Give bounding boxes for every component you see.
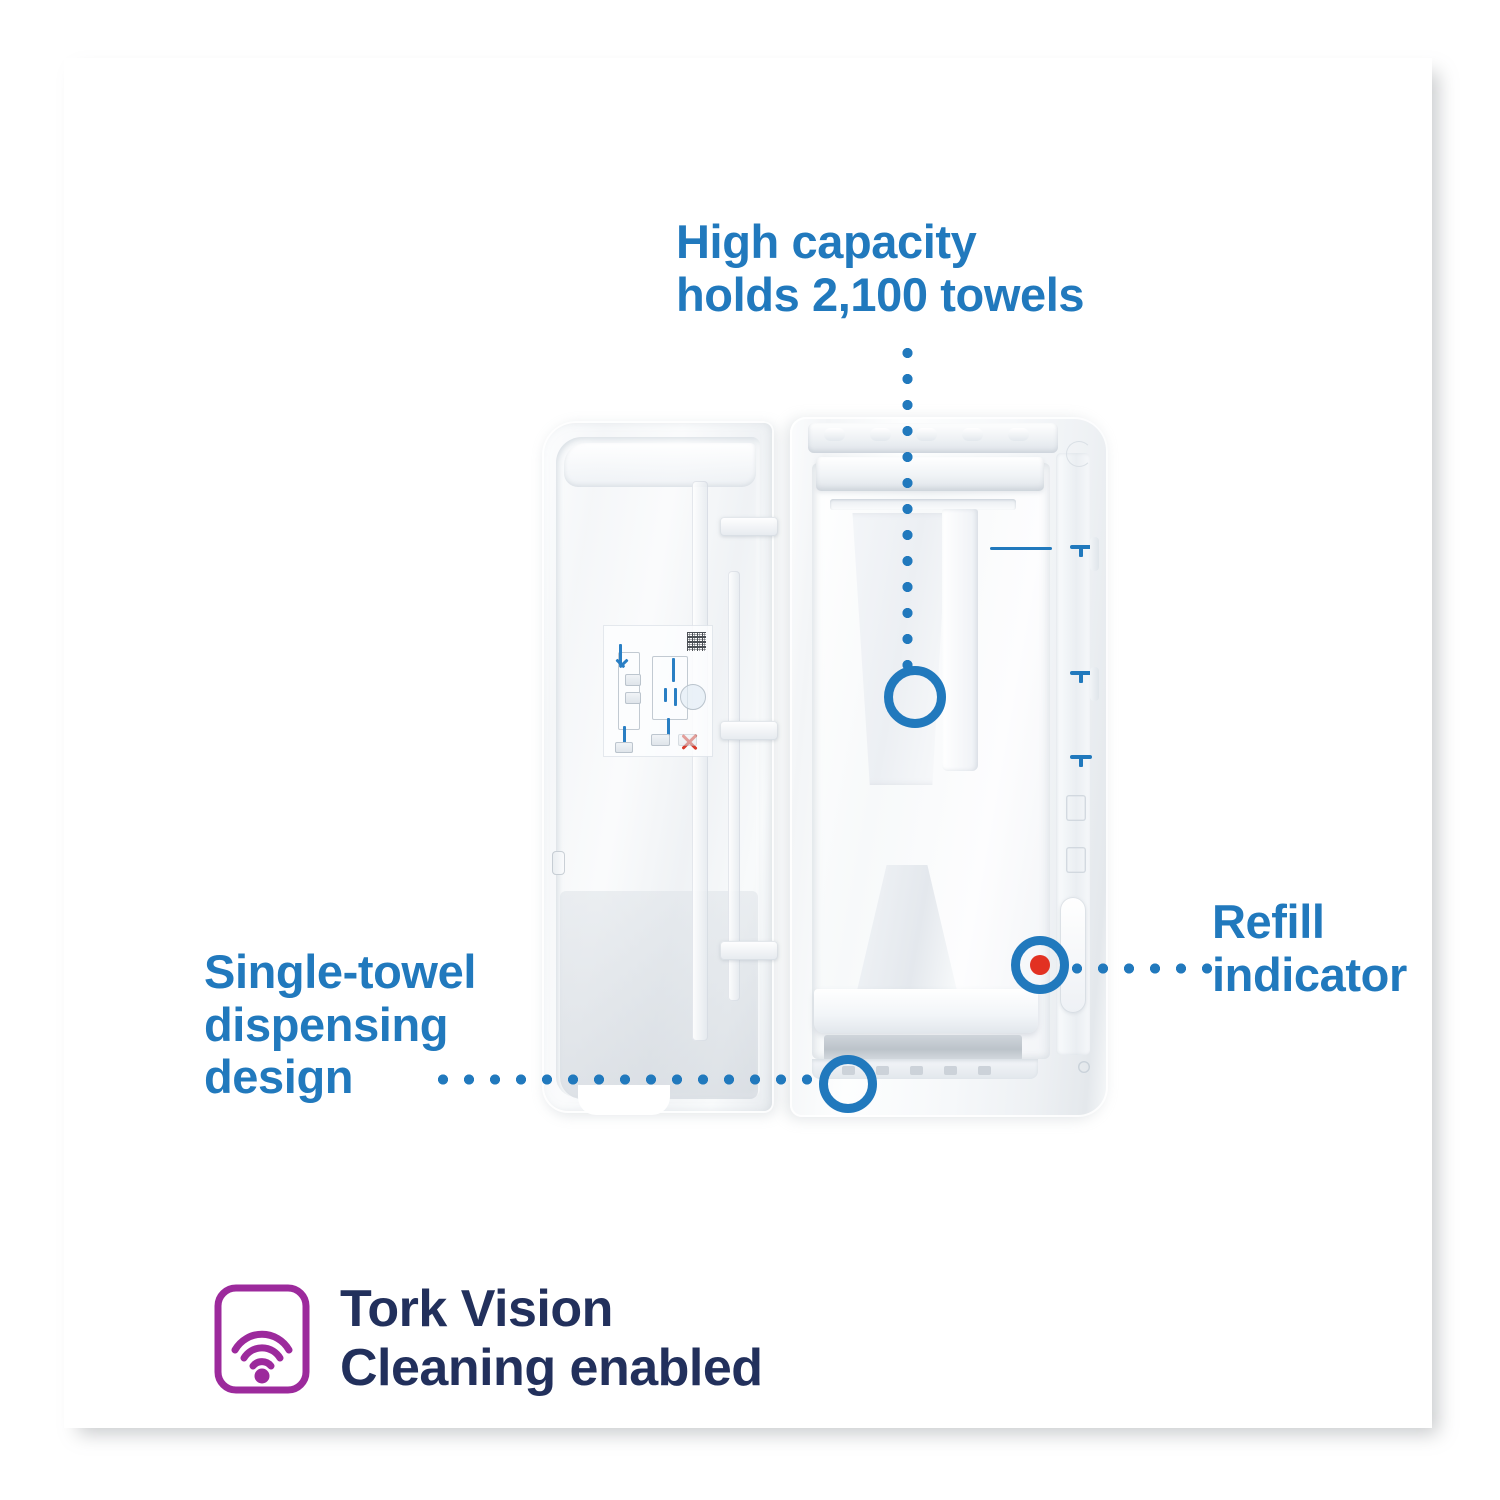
diagram-towel-block — [651, 734, 670, 746]
tork-vision-label: Tork Vision Cleaning enabled — [340, 1280, 763, 1397]
door-rib — [728, 571, 740, 1001]
callout-label-refill: Refill indicator — [1212, 895, 1407, 1001]
feed-roller — [816, 457, 1044, 491]
towel-stack-guide — [852, 513, 948, 785]
dispenser-body — [790, 417, 1108, 1117]
door-top-ridge — [564, 443, 756, 487]
fill-level-mark — [1070, 545, 1092, 557]
fill-level-line — [990, 547, 1052, 550]
up-arrow-glyph — [623, 726, 626, 746]
up-arrow-glyph — [667, 718, 670, 738]
callout-label-capacity: High capacity holds 2,100 towels — [676, 215, 1085, 321]
base-tooth — [910, 1066, 923, 1075]
diagram-towel-block — [625, 692, 641, 704]
cover-bump — [962, 428, 983, 441]
product-card: High capacity holds 2,100 towels Single-… — [64, 58, 1432, 1428]
callout-marker-single-towel — [819, 1055, 877, 1113]
tork-vision-brand-block: Tork Vision Cleaning enabled — [214, 1280, 763, 1398]
body-hinge — [1090, 537, 1099, 571]
leader-line-refill — [1064, 963, 1212, 974]
body-hinge — [1090, 667, 1099, 701]
qr-code-icon — [687, 632, 706, 651]
base-tooth — [978, 1066, 991, 1075]
door-clip — [720, 517, 778, 536]
diagram-refill-pack — [618, 652, 640, 730]
leader-line-capacity — [902, 340, 913, 670]
keyhole-icon — [1078, 1061, 1090, 1073]
diagram-zoom-bubble — [680, 684, 706, 710]
callout-marker-refill — [1011, 936, 1069, 994]
refill-indicator-dot — [1030, 955, 1050, 975]
lock-cutout — [1066, 847, 1086, 873]
base-tooth — [944, 1066, 957, 1075]
dispenser-door-panel — [542, 421, 778, 1115]
down-arrow-glyph — [672, 658, 675, 682]
instruction-label — [604, 626, 712, 756]
door-clip — [720, 721, 778, 740]
diagram-towel-block — [625, 674, 641, 686]
door-bottom-notch — [578, 1085, 670, 1115]
cover-bump — [824, 428, 845, 441]
top-cover-bar — [808, 423, 1058, 453]
callout-marker-capacity — [884, 666, 946, 728]
lock-cutout — [1066, 795, 1086, 821]
fill-level-mark — [1070, 755, 1092, 767]
feed-slot — [830, 499, 1016, 510]
fill-level-mark — [1070, 671, 1092, 683]
base-tooth — [876, 1066, 889, 1075]
dispense-tray — [814, 989, 1038, 1033]
towel-stack-wing — [942, 509, 978, 771]
down-arrow-glyph — [674, 688, 677, 706]
down-arrow-glyph — [619, 644, 622, 666]
door-rib — [692, 481, 708, 1041]
callout-label-single-towel: Single-towel dispensing design — [204, 945, 476, 1104]
door-clip — [720, 941, 778, 960]
diagram-towel-block — [615, 742, 633, 753]
leader-line-single-towel — [430, 1074, 820, 1085]
diagram-towel-block — [678, 734, 697, 746]
door-frosted-base — [560, 891, 758, 1099]
cover-bump — [870, 428, 891, 441]
door-lock-icon — [552, 851, 565, 875]
cover-bump — [916, 428, 937, 441]
cover-bump — [1008, 428, 1029, 441]
dispenser-product-image — [534, 413, 1114, 1123]
hinge-swirl-icon — [1066, 441, 1092, 467]
down-arrow-glyph — [664, 688, 667, 702]
wifi-signal-icon — [214, 1284, 310, 1394]
